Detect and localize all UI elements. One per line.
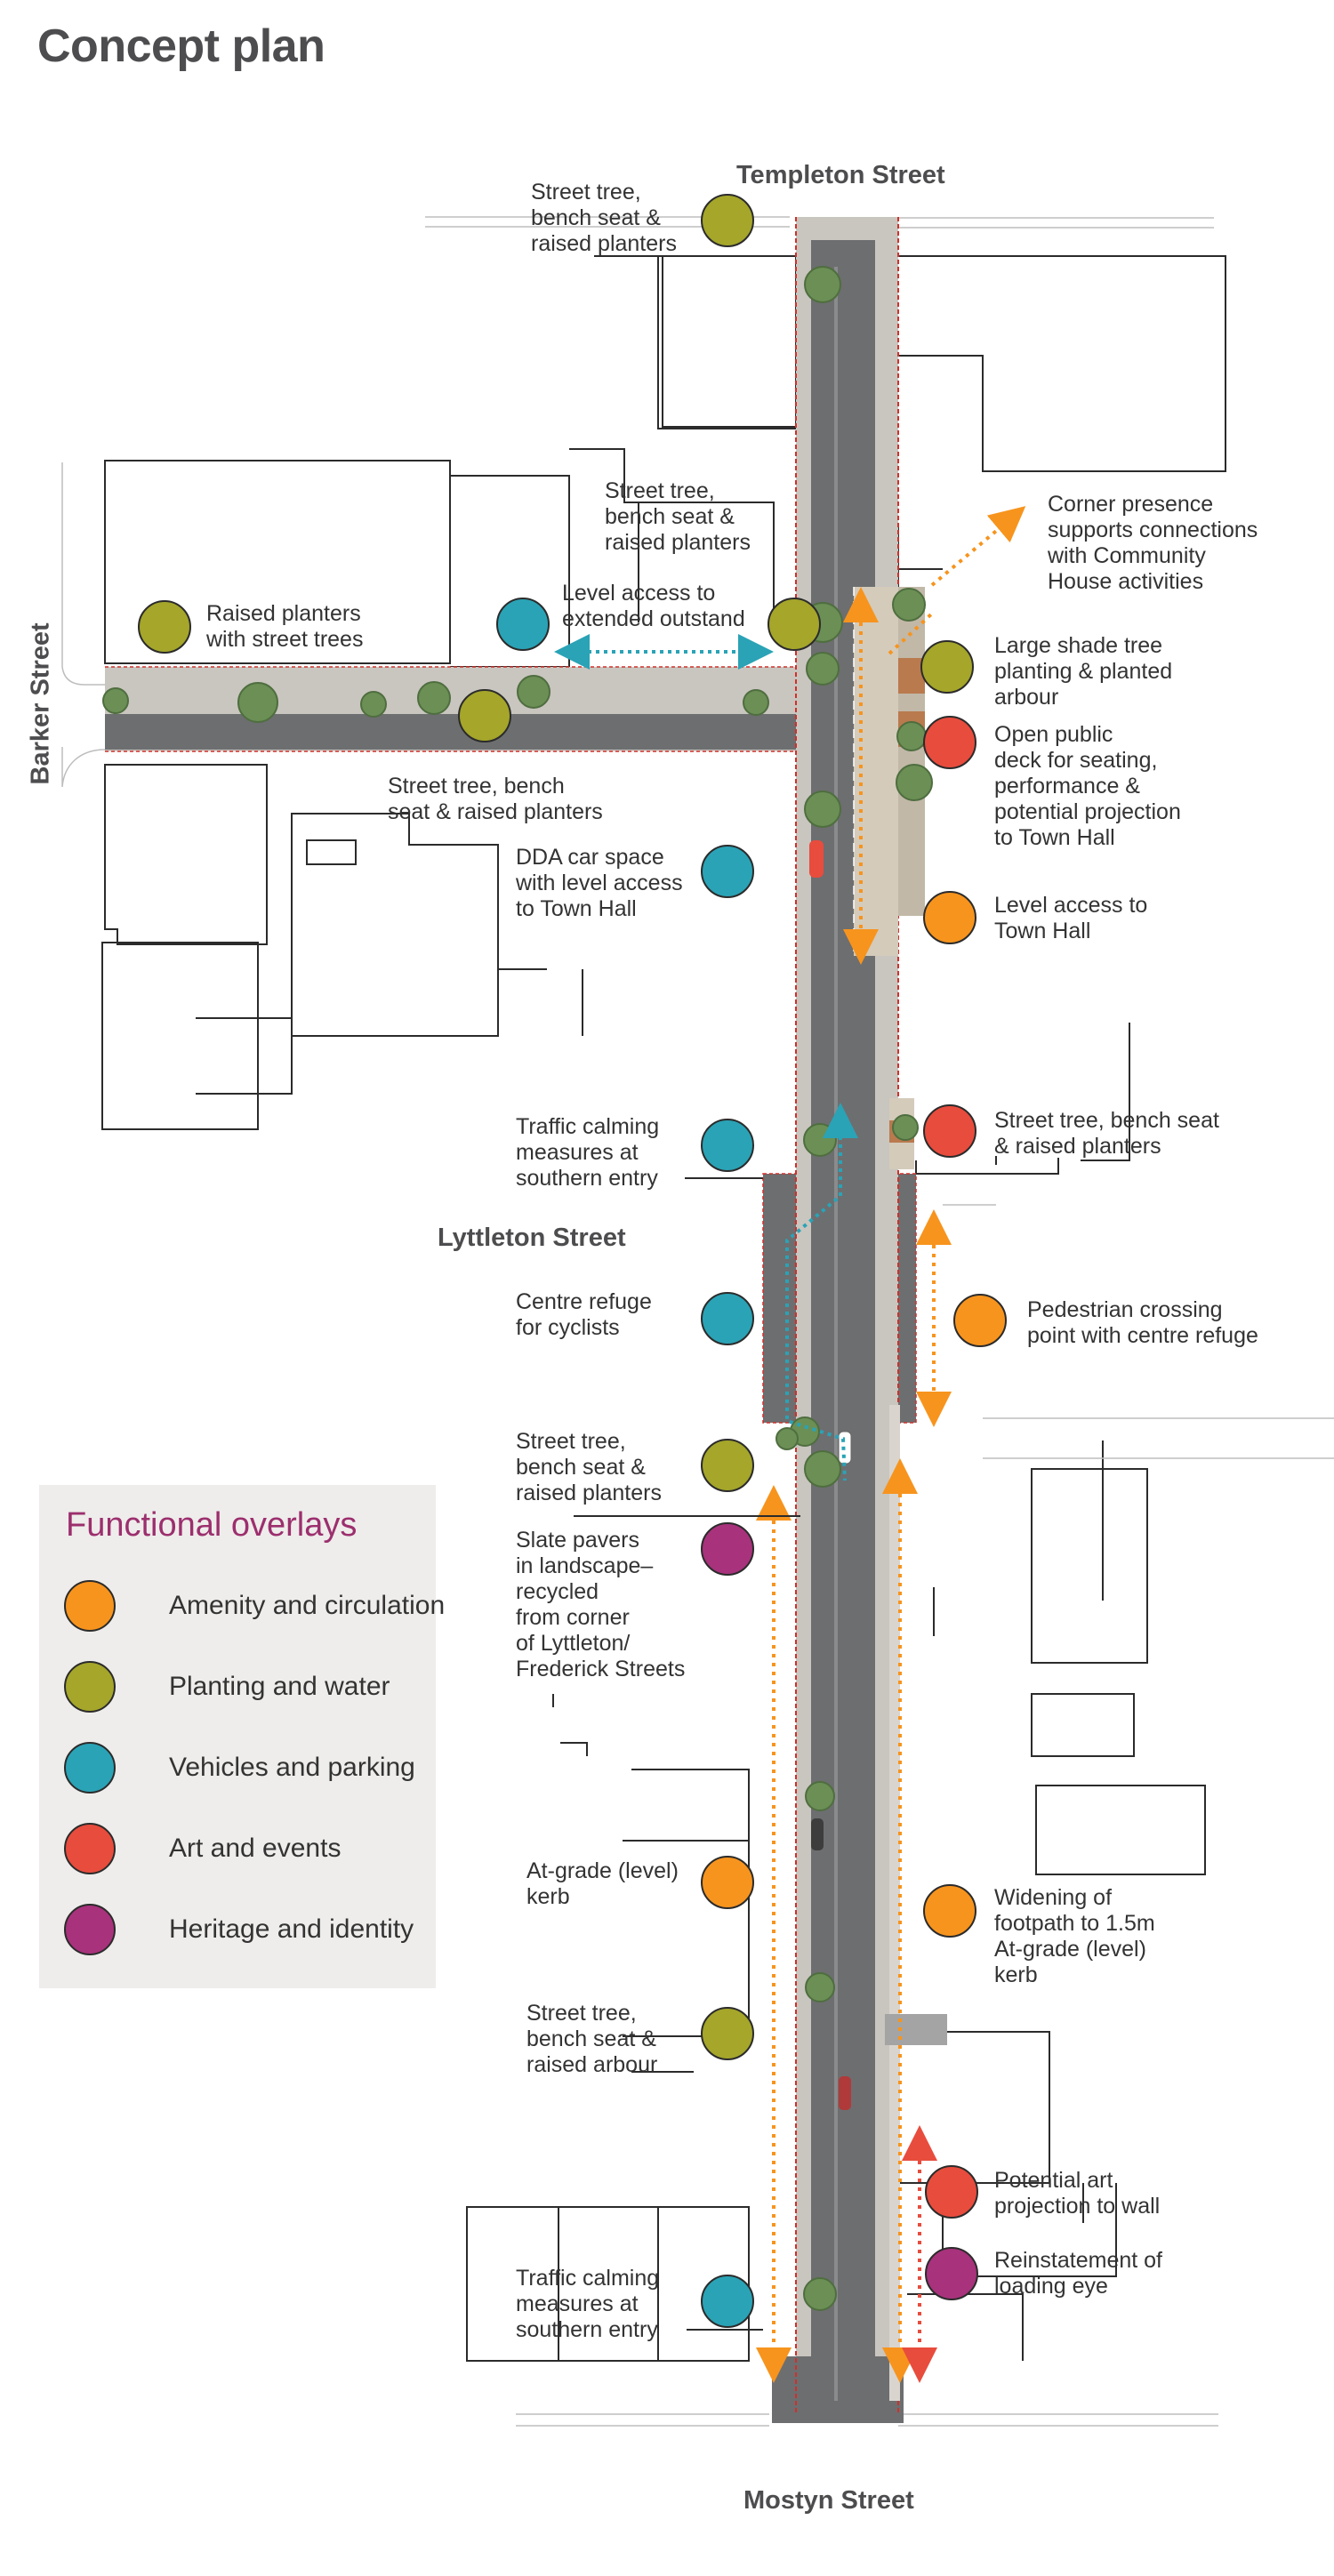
legend-label: Heritage and identity <box>169 1914 414 1944</box>
functional-overlays-legend: Functional overlays Amenity and circulat… <box>39 1485 445 1988</box>
barker-street-road <box>105 666 799 752</box>
overlay-markers <box>138 194 1007 2328</box>
leader-lines <box>497 502 1084 2331</box>
street-label-templeton: Templeton Street <box>736 161 945 189</box>
page-title: Concept plan <box>37 20 325 72</box>
main-laneway <box>772 217 904 2423</box>
street-label-mostyn: Mostyn Street <box>743 2486 914 2515</box>
legend-label: Vehicles and parking <box>169 1753 415 1782</box>
annotation-street-tree-upper: Street tree,bench seat &raised planters <box>605 478 751 555</box>
street-label-barker: Barker Street <box>26 622 55 785</box>
annotation-at-grade-kerb: At-grade (level)kerb <box>526 1858 679 1909</box>
legend-swatch <box>64 1742 116 1794</box>
circulation-arrows <box>756 506 1026 2383</box>
car-icons <box>809 840 852 2110</box>
legend-swatch <box>64 1580 116 1632</box>
street-label-lyttleton: Lyttleton Street <box>438 1224 626 1252</box>
legend-label: Amenity and circulation <box>169 1591 446 1620</box>
legend-title: Functional overlays <box>66 1506 358 1544</box>
legend-swatch <box>64 1661 116 1713</box>
legend-label: Art and events <box>169 1834 342 1863</box>
street-trees <box>102 266 933 2311</box>
legend-swatch <box>64 1904 116 1955</box>
legend-label: Planting and water <box>169 1672 390 1701</box>
annotation-street-tree-lower: Street tree,bench seat &raised planters <box>516 1429 662 1505</box>
annotation-raised-arbour: Street tree,bench seat &raised arbour <box>526 2001 658 2077</box>
annotation-street-tree-right: Street tree, bench seat& raised planters <box>994 1108 1219 1159</box>
legend-swatch <box>64 1823 116 1874</box>
building-outlines <box>101 255 1226 2362</box>
vehicle-arrows <box>554 634 858 1481</box>
annotation-street-tree-top: Street tree,bench seat &raised planters <box>531 180 677 256</box>
